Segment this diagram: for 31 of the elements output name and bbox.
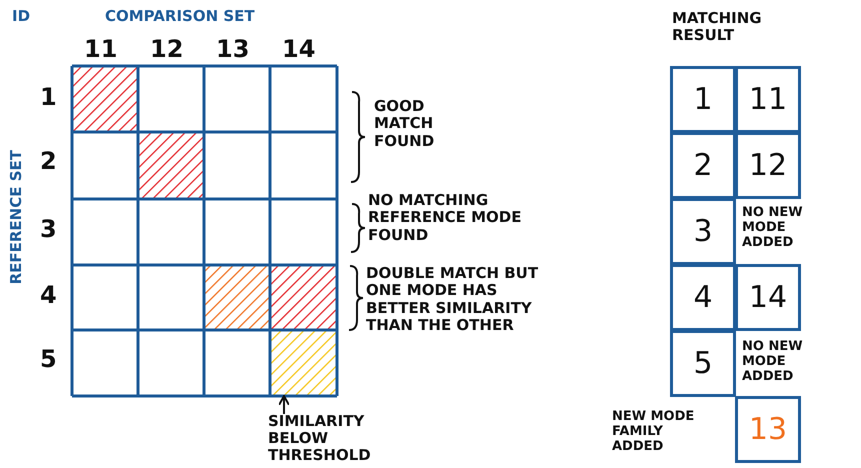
result-cell: 4: [670, 264, 736, 331]
id-number: 12: [150, 36, 184, 64]
id-number: 13: [216, 36, 250, 64]
result-cell: 14: [735, 264, 801, 331]
result-cell: 13: [735, 396, 801, 463]
note-text: SIMILARITY BELOW THRESHOLD: [268, 416, 398, 461]
id-number: 5: [40, 346, 58, 374]
result-cell: 12: [735, 132, 801, 199]
note-text: NEW MODE FAMILY ADDED: [612, 410, 696, 455]
result-cell: 5: [670, 330, 736, 397]
id-number: 11: [84, 36, 118, 64]
id-number: 2: [40, 148, 58, 176]
result-cell: 2: [670, 132, 736, 199]
id-number: 4: [40, 282, 58, 310]
axis-title: ID: [12, 8, 32, 26]
note-text: NO NEW MODE ADDED: [742, 340, 804, 385]
result-cell: 1: [670, 66, 736, 133]
note-text: GOOD MATCH FOUND: [374, 98, 436, 150]
id-number: 1: [40, 84, 58, 112]
axis-title: MATCHING RESULT: [672, 10, 763, 44]
axis-title: COMPARISON SET: [105, 8, 256, 26]
result-cell: 11: [735, 66, 801, 133]
result-cell: 3: [670, 198, 736, 265]
axis-title: REFERENCE SET: [8, 150, 26, 284]
arrow: [278, 395, 290, 414]
id-number: 14: [282, 36, 316, 64]
note-text: NO NEW MODE ADDED: [742, 206, 804, 251]
note-text: NO MATCHING REFERENCE MODE FOUND: [368, 192, 522, 244]
note-text: DOUBLE MATCH BUT ONE MODE HAS BETTER SIMILARITY THAN THE OTHER: [366, 265, 540, 334]
id-number: 3: [40, 216, 58, 244]
hatched-cell: [270, 330, 337, 396]
